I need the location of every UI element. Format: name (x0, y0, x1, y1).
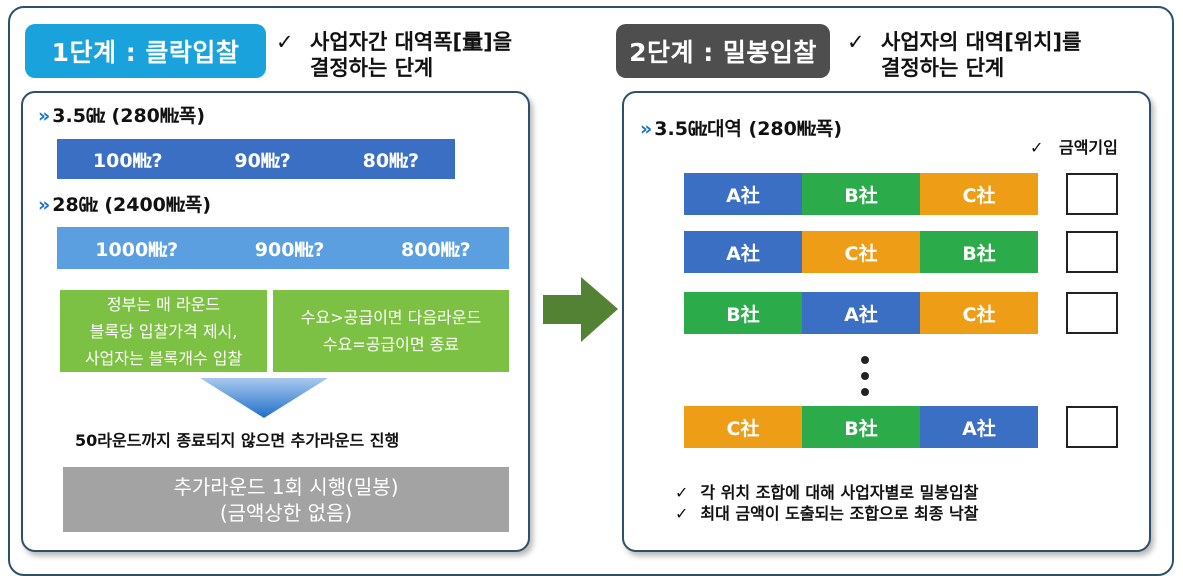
company-segment: A社 (684, 231, 802, 273)
band35-heading: »3.5㎓ (280㎒폭) (38, 101, 205, 128)
check-icon: ✓ (847, 30, 865, 54)
supply-demand-box: 수요>공급이면 다음라운드 수요=공급이면 종료 (273, 290, 509, 372)
ellipsis-dot (861, 388, 869, 396)
amount-input-box[interactable] (1066, 406, 1118, 448)
stage2-desc-line2: 결정하는 단계 (881, 56, 1005, 80)
bullet-text: 각 위치 조합에 대해 사업자별로 밀봉입찰 (700, 483, 979, 502)
band28-option: 1000㎒? (95, 238, 179, 261)
stage1-title: 1단계 : 클락입찰 (25, 24, 266, 78)
bid-row: A社 B社 C社 (684, 173, 1038, 215)
down-arrow-icon (200, 378, 328, 418)
bullet-item: ✓ 각 위치 조합에 대해 사업자별로 밀봉입찰 (675, 479, 979, 503)
band35-bar: 100㎒? 90㎒? 80㎒? (57, 139, 455, 179)
green-box-line: 정부는 매 라운드 (106, 294, 221, 314)
green-box-line: 블록당 입찰가격 제시, (89, 321, 238, 341)
check-icon: ✓ (675, 504, 689, 523)
company-segment: B社 (684, 292, 802, 334)
company-segment: C社 (920, 173, 1038, 215)
company-segment: A社 (920, 406, 1038, 448)
stage1-description: ✓ 사업자간 대역폭[量]을 결정하는 단계 (276, 29, 576, 81)
company-segment: C社 (684, 406, 802, 448)
company-segment: C社 (920, 292, 1038, 334)
company-segment: B社 (802, 173, 920, 215)
double-chevron-icon: » (640, 118, 653, 140)
band28-bar: 1000㎒? 900㎒? 800㎒? (57, 227, 509, 269)
amount-label: 금액기입 (1058, 138, 1118, 157)
right-arrow-icon (543, 277, 618, 342)
check-icon: ✓ (1030, 138, 1044, 157)
check-icon: ✓ (276, 30, 294, 54)
band35-option: 90㎒? (234, 149, 291, 172)
amount-input-box[interactable] (1066, 231, 1118, 273)
company-segment: A社 (802, 292, 920, 334)
ellipsis-dot (861, 372, 869, 380)
company-segment: B社 (920, 231, 1038, 273)
check-icon: ✓ (675, 483, 689, 502)
bullet-item: ✓ 최대 금액이 도출되는 조합으로 최종 낙찰 (675, 500, 979, 524)
ellipsis-dot (861, 356, 869, 364)
extra-round-box: 추가라운드 1회 시행(밀봉) (금액상한 없음) (63, 467, 509, 532)
double-chevron-icon: » (38, 194, 51, 216)
green-box-line: 수요=공급이면 종료 (322, 335, 460, 354)
band35-option: 100㎒? (92, 149, 163, 172)
company-segment: C社 (802, 231, 920, 273)
company-segment: A社 (684, 173, 802, 215)
bid-row: B社 A社 C社 (684, 292, 1038, 334)
band-label: 3.5㎓대역 (280㎒폭) (654, 118, 843, 140)
bid-row: A社 C社 B社 (684, 231, 1038, 273)
stage2-title: 2단계 : 밀봉입찰 (616, 24, 830, 78)
bullet-text: 최대 금액이 도출되는 조합으로 최종 낙찰 (700, 504, 979, 523)
band28-heading: »28㎓ (2400㎒폭) (38, 190, 211, 217)
amount-input-box[interactable] (1066, 292, 1118, 334)
band35-label: 3.5㎓ (280㎒폭) (52, 105, 206, 127)
company-segment: B社 (802, 406, 920, 448)
amount-column-header: ✓ 금액기입 (1030, 134, 1118, 158)
green-box-line: 사업자는 블록개수 입찰 (84, 348, 243, 368)
stage2-desc-line1: 사업자의 대역[위치]를 (881, 30, 1082, 54)
government-price-box: 정부는 매 라운드 블록당 입찰가격 제시, 사업자는 블록개수 입찰 (60, 290, 267, 372)
extra-round-line: (금액상한 없음) (219, 500, 353, 525)
stage1-desc-line1: 사업자간 대역폭[量]을 (310, 30, 513, 54)
green-box-line: 수요>공급이면 다음라운드 (300, 308, 482, 327)
band-heading: »3.5㎓대역 (280㎒폭) (640, 114, 842, 141)
stage1-desc-line2: 결정하는 단계 (310, 56, 434, 80)
extra-round-line: 추가라운드 1회 시행(밀봉) (173, 474, 399, 499)
band35-option: 80㎒? (362, 149, 420, 172)
double-chevron-icon: » (38, 105, 51, 127)
stage2-description: ✓ 사업자의 대역[위치]를 결정하는 단계 (847, 29, 1147, 81)
band28-option: 900㎒? (254, 238, 325, 261)
amount-input-box[interactable] (1066, 173, 1118, 215)
band28-label: 28㎓ (2400㎒폭) (52, 194, 212, 216)
round-note: 50라운드까지 종료되지 않으면 추가라운드 진행 (75, 431, 400, 450)
bid-row: C社 B社 A社 (684, 406, 1038, 448)
band28-option: 800㎒? (401, 238, 471, 261)
